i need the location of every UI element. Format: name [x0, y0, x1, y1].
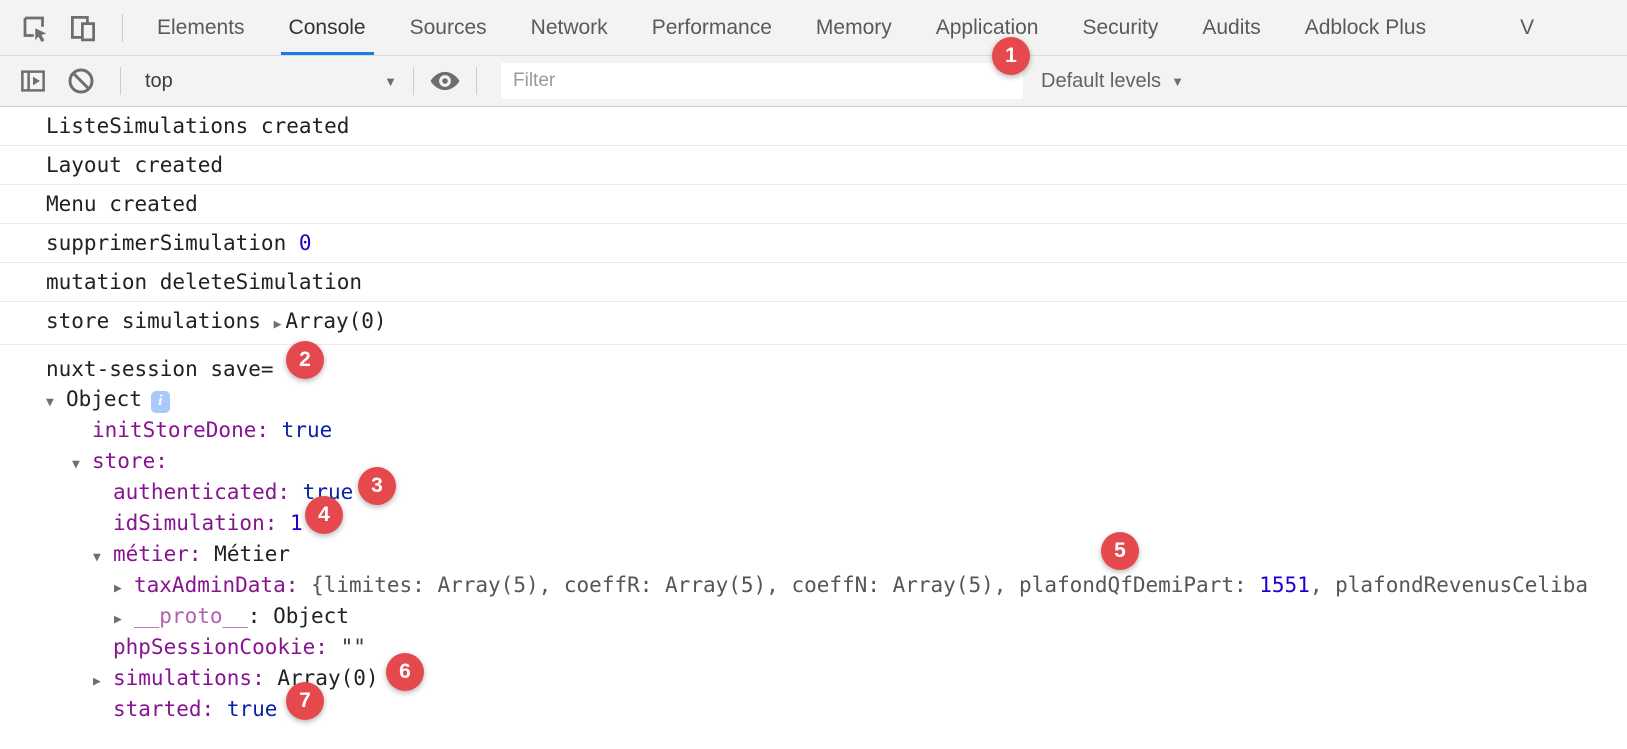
tree-row-metier[interactable]: ▼métier: Métier — [93, 539, 1627, 570]
log-text: Layout created — [46, 153, 224, 177]
string-value: "" — [340, 635, 366, 659]
chevron-down-icon: ▼ — [1171, 73, 1184, 89]
tree-row-authenticated: authenticated: true — [113, 480, 354, 504]
device-toolbar-icon[interactable] — [66, 11, 100, 45]
boolean-value: true — [281, 418, 333, 442]
tree-row-proto[interactable]: ▶__proto__: Object — [114, 601, 1627, 632]
log-text: Menu created — [46, 192, 198, 216]
context-selector-label: top — [145, 69, 173, 92]
log-number: 0 — [298, 231, 312, 255]
tab-performance[interactable]: Performance — [651, 15, 772, 39]
tab-adblock-plus[interactable]: Adblock Plus — [1304, 15, 1427, 39]
disclosure-triangle-icon[interactable]: ▶ — [114, 612, 122, 627]
toolbar-separator — [122, 13, 123, 42]
array-preview: Array(0) — [285, 309, 387, 333]
tab-application[interactable]: Application — [935, 15, 1039, 39]
toolbar-separator — [413, 67, 414, 95]
clear-console-icon[interactable] — [64, 64, 98, 98]
tree-row-store[interactable]: ▼store: — [72, 446, 1627, 477]
tab-security[interactable]: Security — [1082, 15, 1159, 39]
console-message: mutation deleteSimulation — [0, 263, 1627, 302]
tree-row-initstoredone: initStoreDone: true — [92, 418, 333, 442]
annotation-badge-2: 2 — [286, 341, 324, 379]
tree-row-taxadmindata[interactable]: ▶taxAdminData: {limites: Array(5), coeff… — [114, 570, 1627, 601]
disclosure-triangle-icon[interactable]: ▼ — [46, 395, 54, 410]
console-log: ListeSimulations created Layout created … — [0, 107, 1627, 725]
filter-input[interactable] — [501, 63, 1023, 99]
console-message: store simulations ▶Array(0) — [0, 302, 1627, 345]
object-value: Object — [273, 604, 349, 628]
info-icon[interactable]: i — [150, 390, 170, 413]
disclosure-triangle-icon[interactable]: ▶ — [114, 581, 122, 596]
annotation-badge-7: 7 — [286, 682, 324, 720]
devtools-tabbar: Elements Console Sources Network Perform… — [0, 0, 1627, 56]
number-value: 1551 — [1259, 573, 1310, 597]
disclosure-triangle-icon[interactable]: ▼ — [93, 550, 101, 565]
annotation-badge-1: 1 — [992, 37, 1030, 75]
log-text: nuxt-session save= — [46, 357, 274, 381]
live-expression-eye-icon[interactable] — [428, 64, 462, 98]
object-preview: , plafondRevenusCeliba — [1309, 573, 1588, 597]
tree-row-idsimulation: idSimulation: 1 — [113, 511, 303, 535]
annotation-badge-3: 3 — [358, 467, 396, 505]
toolbar-separator — [476, 67, 477, 95]
log-levels-dropdown[interactable]: Default levels ▼ — [1041, 70, 1184, 93]
annotation-badge-5: 5 — [1101, 532, 1139, 570]
object-preview: {limites: Array(5), coeffR: Array(5), co… — [311, 573, 1260, 597]
log-levels-label: Default levels — [1041, 69, 1162, 92]
inspect-cursor-icon[interactable] — [18, 11, 52, 45]
chevron-down-icon: ▼ — [384, 73, 397, 89]
console-toolbar: top ▼ Default levels ▼ — [0, 56, 1627, 107]
tree-row-simulations[interactable]: ▶simulations: Array(0) — [93, 663, 1627, 694]
log-text: supprimerSimulation — [46, 231, 299, 255]
console-message: supprimerSimulation 0 — [0, 224, 1627, 263]
tab-console[interactable]: Console — [280, 0, 374, 55]
number-value: 1 — [290, 511, 303, 535]
tabbar-icons — [0, 0, 131, 55]
context-selector[interactable]: top ▼ — [145, 70, 397, 93]
disclosure-triangle-icon[interactable]: ▼ — [72, 457, 80, 472]
disclosure-triangle-icon[interactable]: ▶ — [93, 674, 101, 689]
tab-network[interactable]: Network — [530, 15, 608, 39]
toolbar-separator — [120, 67, 121, 95]
annotation-badge-4: 4 — [305, 496, 343, 534]
tab-vue-clipped[interactable]: V — [1520, 15, 1535, 39]
tab-memory[interactable]: Memory — [815, 15, 892, 39]
tree-row-started: started: true — [113, 697, 278, 721]
tab-audits[interactable]: Audits — [1202, 15, 1261, 39]
tree-row-phpsessioncookie: phpSessionCookie: "" — [113, 635, 366, 659]
disclosure-triangle-icon[interactable]: ▶ — [273, 317, 282, 332]
object-label: Object — [66, 387, 142, 411]
tab-elements[interactable]: Elements — [157, 15, 245, 39]
proto-key: __proto__ — [134, 604, 248, 628]
console-message: Layout created — [0, 146, 1627, 185]
console-message: ListeSimulations created — [0, 107, 1627, 146]
log-text: mutation deleteSimulation — [46, 270, 363, 294]
console-sidebar-icon[interactable] — [16, 64, 50, 98]
object-value: Métier — [214, 542, 291, 566]
panel-tabs: Elements Console Sources Network Perform… — [155, 0, 1536, 55]
log-text: ListeSimulations created — [46, 114, 350, 138]
log-text: store simulations — [46, 309, 274, 333]
boolean-value: true — [226, 697, 278, 721]
tab-sources[interactable]: Sources — [409, 15, 487, 39]
annotation-badge-6: 6 — [386, 653, 424, 691]
console-message: Menu created — [0, 185, 1627, 224]
